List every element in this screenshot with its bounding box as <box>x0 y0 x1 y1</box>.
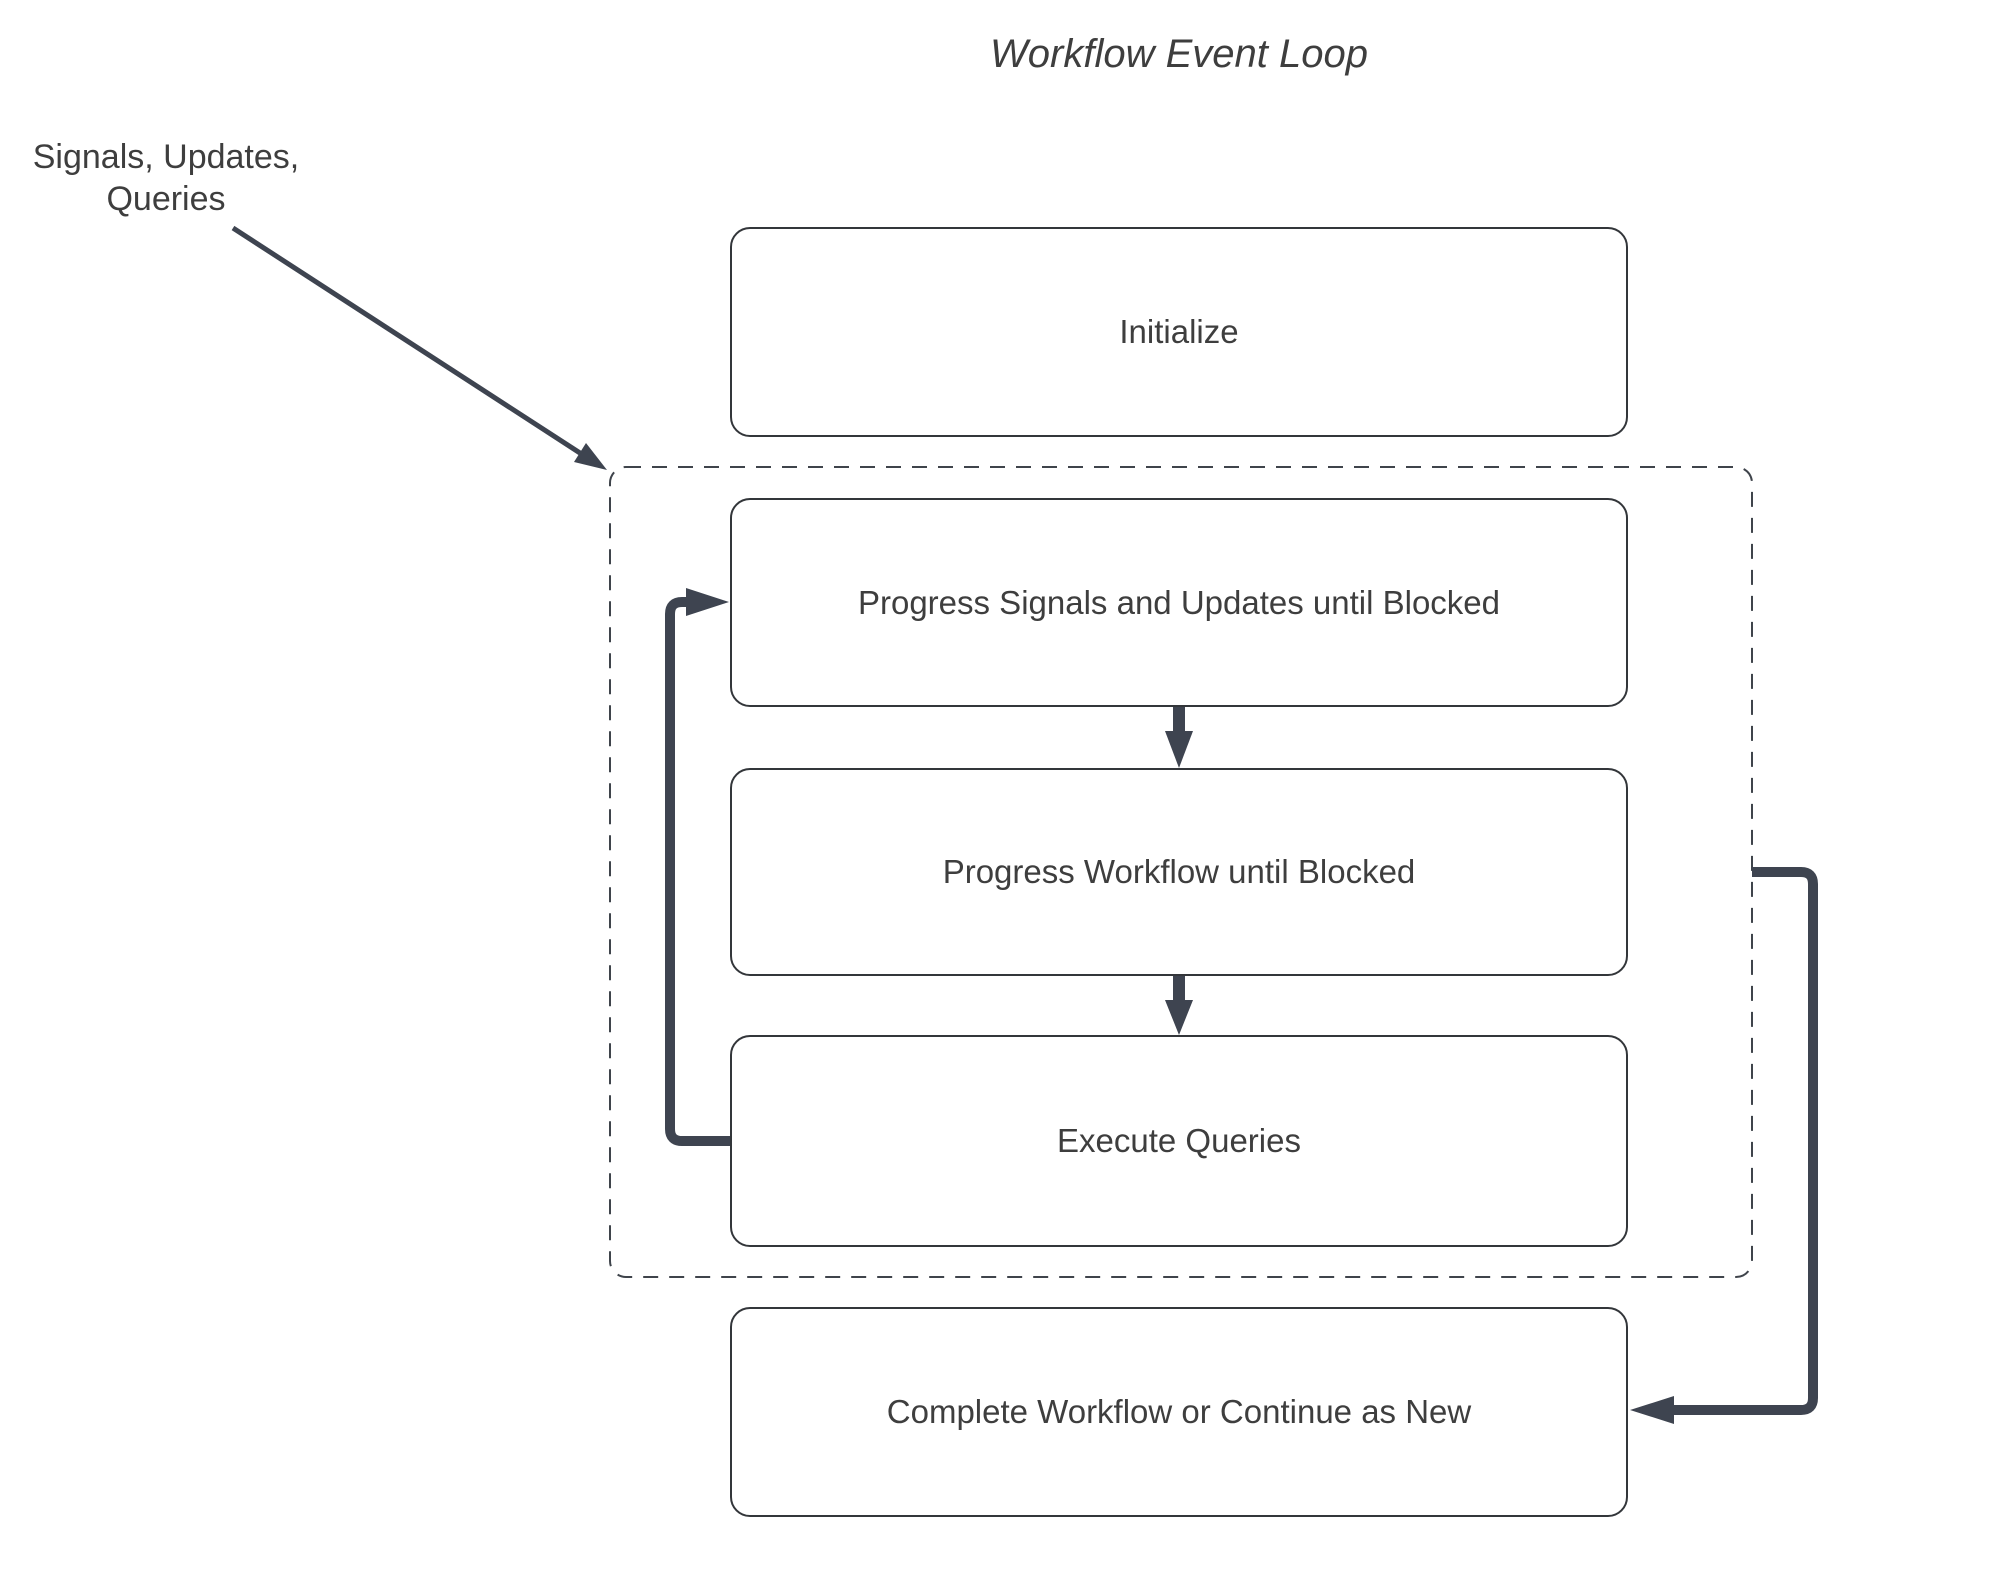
arrow-progress-signals-to-progress-workflow <box>1165 707 1193 768</box>
node-execute-queries: Execute Queries <box>730 1035 1628 1247</box>
signals-updates-queries-label-line2: Queries <box>106 180 226 218</box>
signals-updates-queries-label-line1: Signals, Updates, <box>32 138 300 176</box>
node-initialize: Initialize <box>730 227 1628 437</box>
diagram-title: Workflow Event Loop <box>990 32 1368 76</box>
loop-back-arrow <box>665 588 730 1146</box>
node-progress-workflow: Progress Workflow until Blocked <box>730 768 1628 976</box>
node-progress-signals-label: Progress Signals and Updates until Block… <box>857 583 1501 621</box>
node-initialize-label: Initialize <box>1119 313 1239 350</box>
node-execute-queries-label: Execute Queries <box>1057 1122 1301 1159</box>
node-complete-workflow-label: Complete Workflow or Continue as New <box>886 1393 1472 1430</box>
node-progress-workflow-label: Progress Workflow until Blocked <box>942 853 1416 890</box>
arrow-progress-workflow-to-execute-queries <box>1165 976 1193 1035</box>
arrow-loop-to-complete-workflow <box>1630 867 1818 1424</box>
signals-updates-queries-label: Signals, Updates, Queries <box>18 136 314 220</box>
node-progress-signals: Progress Signals and Updates until Block… <box>730 498 1628 707</box>
node-complete-workflow: Complete Workflow or Continue as New <box>730 1307 1628 1517</box>
signals-input-arrow <box>231 225 607 470</box>
